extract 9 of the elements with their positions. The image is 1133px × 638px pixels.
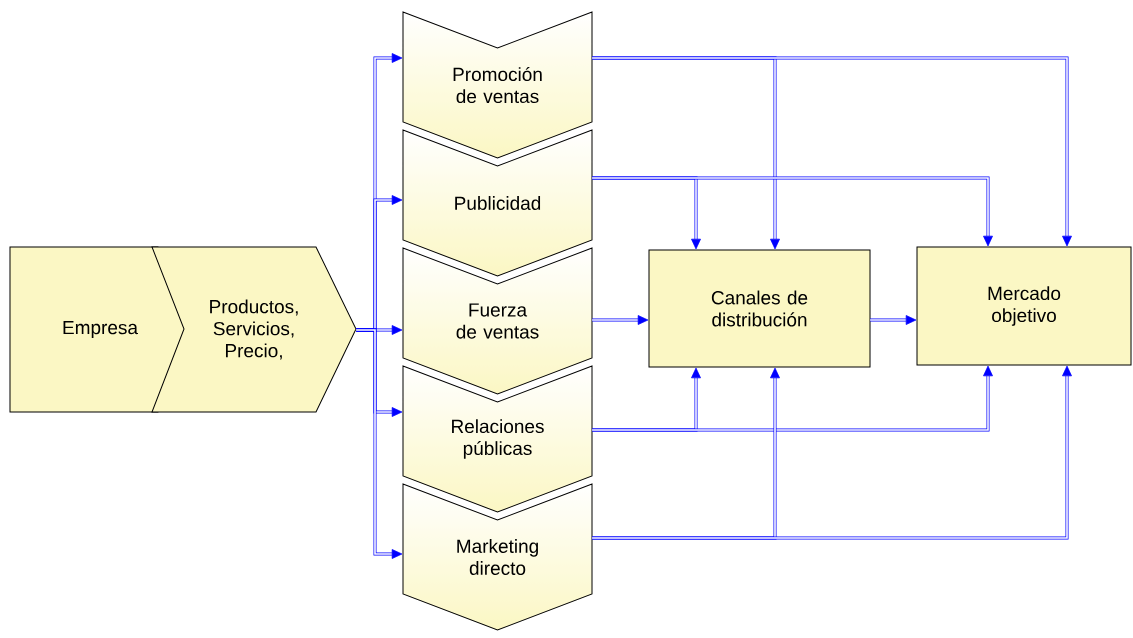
- arrow: [591, 56, 1072, 247]
- arrow: [869, 315, 917, 325]
- arrow: [355, 328, 403, 559]
- arrow: [591, 365, 1072, 540]
- process-box: Canales de distribución: [648, 249, 871, 368]
- process-box: Mercado objetivo: [916, 246, 1132, 366]
- arrow: [591, 176, 993, 247]
- arrow: [591, 315, 649, 325]
- arrow: [591, 365, 993, 432]
